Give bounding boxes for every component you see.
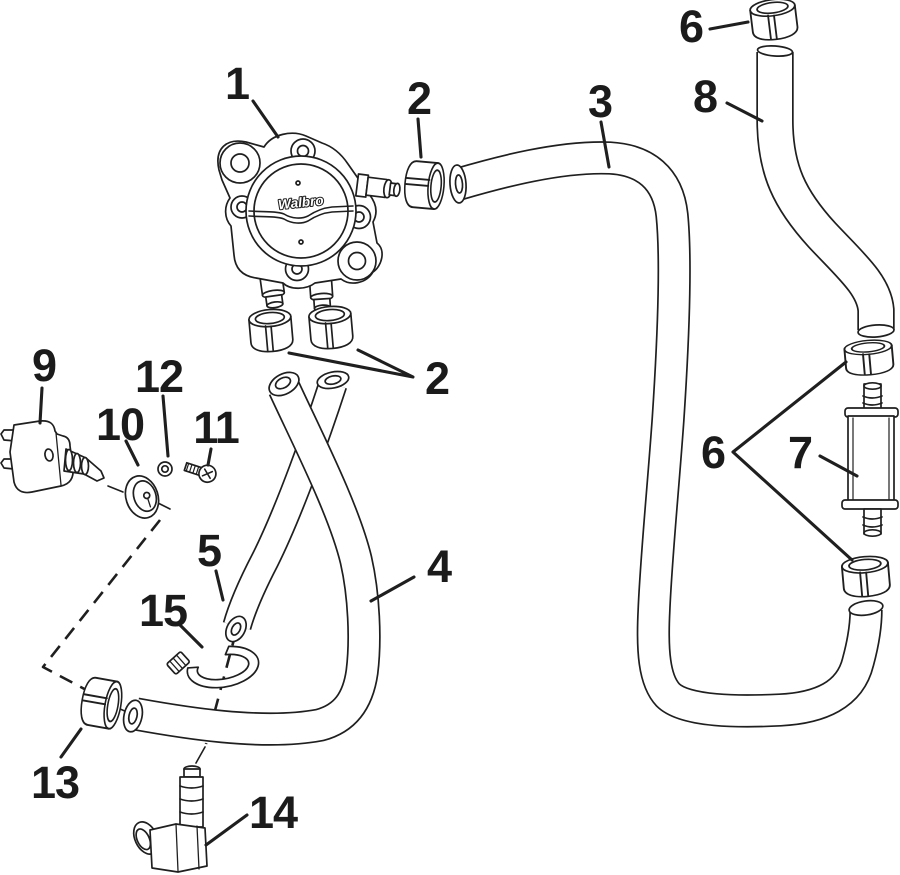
callout-14: 14 bbox=[249, 787, 298, 838]
callout-2-mid: 2 bbox=[425, 353, 449, 404]
leader-lines bbox=[38, 20, 859, 847]
callout-6-right: 6 bbox=[701, 427, 725, 478]
callout-10: 10 bbox=[96, 399, 144, 450]
callout-2-top: 2 bbox=[407, 73, 431, 124]
elbow-fitting-14 bbox=[132, 765, 208, 873]
hose-4 bbox=[122, 371, 381, 746]
grommet-10 bbox=[124, 475, 160, 519]
clamp-6-top bbox=[748, 0, 800, 43]
callout-6-top: 6 bbox=[679, 1, 703, 52]
callout-12: 12 bbox=[135, 351, 183, 402]
clamp-6-lower bbox=[840, 553, 892, 600]
callout-8: 8 bbox=[693, 71, 717, 122]
fuel-connector-9 bbox=[0, 420, 105, 494]
callout-labels: 1 2 3 8 6 2 9 10 12 11 5 15 4 6 7 13 14 bbox=[31, 1, 813, 838]
hose-3 bbox=[449, 141, 884, 728]
pump-face: Walbro bbox=[245, 155, 357, 267]
clamp-13 bbox=[77, 675, 126, 732]
clamp-2-left bbox=[247, 306, 295, 355]
clamp-6-middle bbox=[842, 337, 896, 378]
callout-1: 1 bbox=[225, 58, 249, 109]
clamp-2-pump-outlet bbox=[402, 159, 447, 211]
callout-4: 4 bbox=[427, 541, 452, 592]
pump-brand-label: Walbro bbox=[277, 193, 324, 213]
callout-9: 9 bbox=[32, 340, 56, 391]
screw-11 bbox=[183, 461, 217, 484]
clamp-2-right bbox=[307, 303, 355, 352]
pump-side-nipple bbox=[354, 173, 401, 199]
callout-7: 7 bbox=[788, 427, 812, 478]
fuel-pump: Walbro bbox=[217, 132, 401, 312]
spring-clamp-15 bbox=[166, 645, 260, 689]
callout-15: 15 bbox=[139, 585, 187, 636]
callout-11: 11 bbox=[193, 402, 239, 453]
callout-13: 13 bbox=[31, 757, 79, 808]
callout-5: 5 bbox=[197, 525, 221, 576]
hose-8 bbox=[756, 45, 895, 338]
callout-3: 3 bbox=[588, 76, 612, 127]
washer-12 bbox=[157, 461, 173, 477]
fuel-filter bbox=[841, 381, 899, 538]
hose-5 bbox=[222, 370, 350, 643]
